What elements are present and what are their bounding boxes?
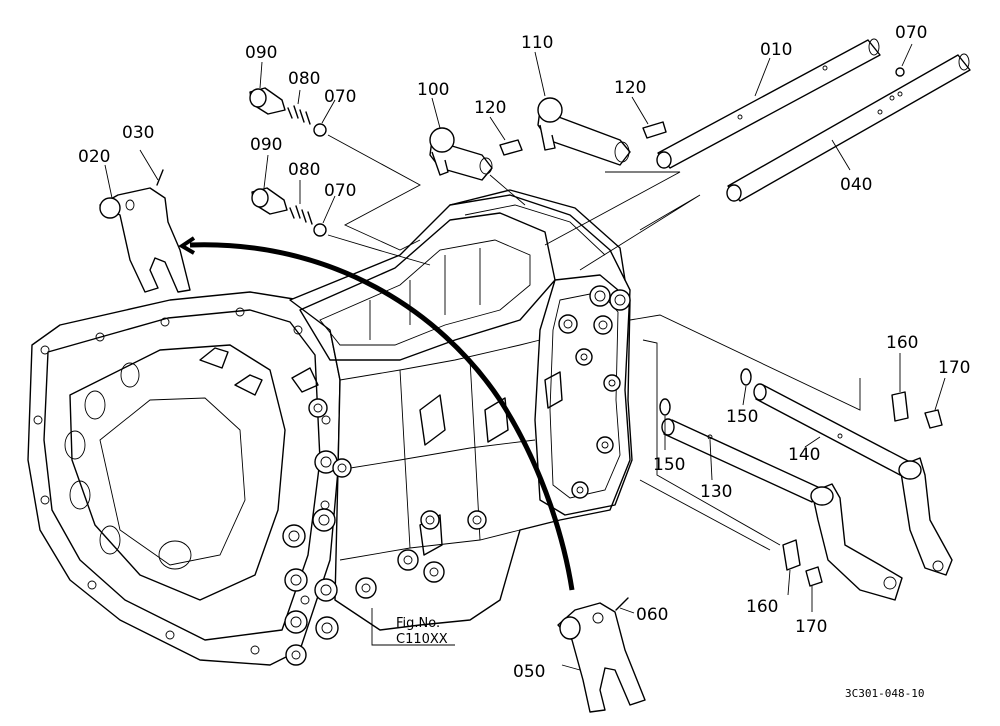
spring-pin-120b — [642, 121, 667, 139]
label-070-right: 070 — [895, 23, 927, 43]
label-020: 020 — [78, 147, 110, 167]
label-050: 050 — [513, 662, 545, 682]
o-ring-150b — [740, 368, 752, 386]
pin-030 — [156, 169, 164, 186]
shift-fork-110 — [537, 97, 631, 166]
arm-130 — [810, 483, 903, 601]
label-100: 100 — [417, 80, 449, 100]
label-030: 030 — [122, 123, 154, 143]
fig-reference-line2: C110XX — [396, 632, 448, 647]
label-070-upper: 070 — [324, 87, 356, 107]
bolt-170b — [805, 566, 823, 587]
plug-090a — [249, 87, 286, 115]
case-bosses — [282, 285, 631, 666]
shift-fork-050 — [557, 602, 646, 713]
transmission-case — [27, 189, 633, 666]
label-040: 040 — [840, 175, 872, 195]
flange-bolt-holes — [33, 307, 331, 655]
spring-080b — [289, 205, 313, 225]
drawing-code: 3C301-048-10 — [845, 687, 924, 700]
label-110: 110 — [521, 33, 553, 53]
label-060: 060 — [636, 605, 668, 625]
shaft-140 — [753, 383, 911, 477]
label-160-upper: 160 — [886, 333, 918, 353]
o-ring-150a — [659, 398, 671, 416]
ball-070c — [895, 67, 905, 77]
label-leaders — [104, 43, 946, 671]
shaft-130 — [661, 418, 821, 503]
label-160-lower: 160 — [746, 597, 778, 617]
assembly-leader-lines — [327, 134, 861, 646]
plug-090b — [251, 187, 288, 215]
spring-080a — [287, 105, 311, 125]
arm-140 — [898, 457, 953, 576]
label-150-left: 150 — [653, 455, 685, 475]
label-140: 140 — [788, 445, 820, 465]
label-090-upper: 090 — [245, 43, 277, 63]
lock-plate-160b — [782, 539, 801, 571]
shift-rod-010 — [656, 38, 881, 169]
label-080-upper: 080 — [288, 69, 320, 89]
shift-rod-040 — [726, 53, 971, 202]
label-090-lower: 090 — [250, 135, 282, 155]
bolt-170a — [924, 409, 943, 429]
shift-fork-100 — [429, 127, 493, 181]
pin-060 — [615, 597, 629, 611]
label-080-lower: 080 — [288, 160, 320, 180]
label-120-right: 120 — [614, 78, 646, 98]
label-070-lower: 070 — [324, 181, 356, 201]
shift-fork-020 — [99, 187, 191, 293]
label-170-upper: 170 — [938, 358, 970, 378]
lock-plate-160a — [891, 391, 909, 422]
fig-reference-line1: Fig.No. — [396, 616, 440, 631]
part-labels: 010 020 030 040 050 060 070 070 070 080 … — [78, 23, 970, 682]
ball-070a — [313, 123, 327, 137]
spring-pin-120a — [499, 139, 523, 156]
label-130: 130 — [700, 482, 732, 502]
direction-arrow — [178, 236, 575, 591]
label-170-lower: 170 — [795, 617, 827, 637]
fig-reference: Fig.No. C110XX — [396, 616, 448, 647]
ball-070b — [313, 223, 327, 237]
label-150-right: 150 — [726, 407, 758, 427]
label-120-left: 120 — [474, 98, 506, 118]
label-010: 010 — [760, 40, 792, 60]
